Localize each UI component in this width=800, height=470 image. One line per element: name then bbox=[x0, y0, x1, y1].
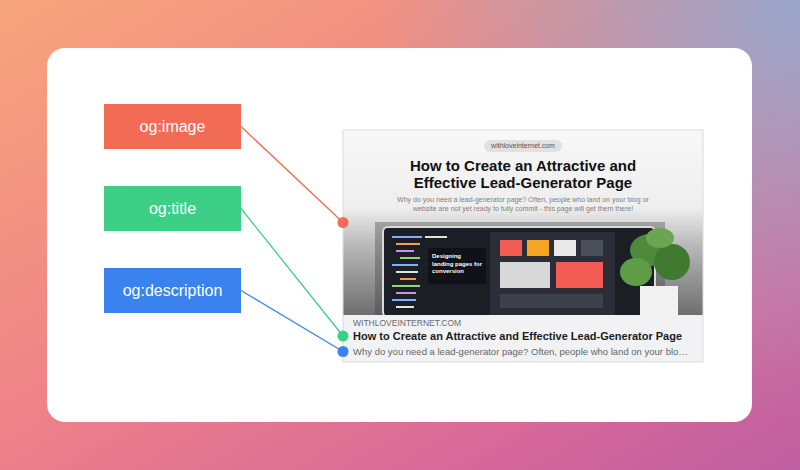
code-line bbox=[396, 306, 414, 308]
site-domain: WITHLOVEINTERNET.COM bbox=[353, 318, 461, 328]
preview-image-area: withloveinternet.comHow to Create an Att… bbox=[343, 130, 703, 315]
code-line bbox=[392, 285, 420, 287]
design-card bbox=[554, 240, 576, 256]
code-line bbox=[396, 292, 416, 294]
preview-text-area bbox=[343, 315, 703, 362]
monitor bbox=[383, 227, 655, 317]
connector bbox=[241, 291, 349, 358]
design-card bbox=[500, 240, 522, 256]
plant-pot bbox=[640, 286, 678, 315]
meta-tag-box: og:image bbox=[104, 104, 241, 149]
connector-line bbox=[241, 209, 343, 337]
site-pill: withloveinternet.com bbox=[484, 140, 562, 152]
image-blurb: Why do you need a lead-generator page? O… bbox=[396, 196, 651, 213]
design-screen bbox=[490, 232, 615, 315]
design-card bbox=[500, 294, 603, 308]
preview-title: How to Create an Attractive and Effectiv… bbox=[353, 329, 693, 343]
tag-name: og:description bbox=[123, 281, 223, 301]
tag-name: og:image bbox=[140, 117, 206, 137]
code-line bbox=[396, 243, 420, 245]
meta-tag-box: og:description bbox=[104, 268, 241, 313]
tag-name: og:title bbox=[149, 199, 196, 219]
code-line bbox=[392, 299, 416, 301]
code-line bbox=[400, 278, 416, 280]
image-headline: How to Create an Attractive and Effectiv… bbox=[378, 157, 668, 191]
plant-leaves bbox=[654, 244, 690, 280]
white-card bbox=[47, 48, 752, 422]
design-card bbox=[581, 240, 603, 256]
plant-leaves bbox=[620, 258, 652, 286]
design-card bbox=[527, 240, 549, 256]
connector-line bbox=[241, 291, 343, 352]
screen-title-panel bbox=[428, 248, 486, 284]
preview-title-row: How to Create an Attractive and Effectiv… bbox=[343, 329, 703, 343]
meta-tag-box: og:title bbox=[104, 186, 241, 231]
preview-description: Why do you need a lead-generator page? O… bbox=[353, 345, 693, 358]
design-card bbox=[556, 262, 603, 288]
design-card bbox=[500, 262, 550, 288]
code-line bbox=[396, 271, 418, 273]
preview-description-row: Why do you need a lead-generator page? O… bbox=[343, 345, 703, 358]
connector-dot bbox=[338, 217, 349, 228]
connector-line bbox=[241, 127, 343, 223]
code-line bbox=[425, 236, 447, 238]
preview-card-border bbox=[343, 130, 703, 362]
connector-dot bbox=[338, 346, 349, 357]
screen-title: Designing landing pages for conversion bbox=[432, 253, 482, 276]
plant bbox=[620, 228, 690, 315]
connector bbox=[241, 209, 349, 342]
code-line bbox=[392, 264, 418, 266]
plant-leaves bbox=[646, 228, 674, 248]
connector-dot bbox=[338, 331, 349, 342]
code-line bbox=[396, 250, 414, 252]
code-line bbox=[392, 236, 422, 238]
code-line bbox=[400, 257, 420, 259]
connector bbox=[241, 127, 349, 229]
